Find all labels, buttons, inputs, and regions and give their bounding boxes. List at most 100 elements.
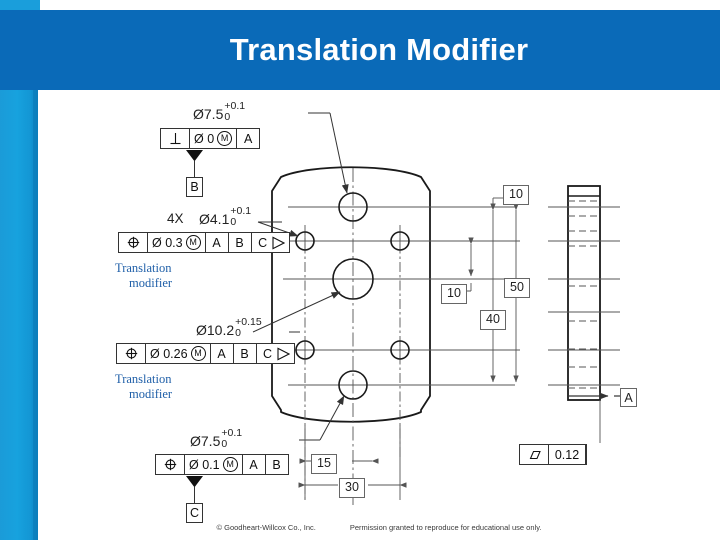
fcf-4x-holes-datum-b-label: B bbox=[235, 235, 244, 250]
left-accent-strip-edge bbox=[33, 90, 38, 540]
fcf-4x-holes-datum-c-label: C bbox=[258, 235, 268, 250]
fcf-4x-holes-datum-c: C bbox=[252, 233, 272, 252]
dim-box-vertical-small-value: 10 bbox=[447, 286, 461, 300]
note-translation-modifier-1-line-1: Translation bbox=[115, 261, 172, 275]
hole-top-7p5 bbox=[338, 192, 368, 222]
side-view bbox=[548, 185, 622, 443]
top-accent-strip bbox=[0, 0, 40, 10]
dim-box-vertical-overall-value: 50 bbox=[510, 280, 524, 294]
dim-center-hole-tol-lower: 0 bbox=[235, 327, 241, 340]
dim-box-vertical-overall: 50 bbox=[504, 278, 530, 298]
fcf-4x-holes-tolerance-value: Ø 0.3 bbox=[152, 235, 183, 250]
dim-bottom-left-value: Ø7.5 bbox=[190, 432, 221, 449]
fcf-top-left-datum-a: A bbox=[237, 129, 259, 148]
dim-4x-holes-tol-lower: 0 bbox=[230, 216, 237, 229]
datum-feature-c-leader bbox=[193, 487, 196, 503]
note-translation-modifier-2-line-2: modifier bbox=[129, 386, 173, 401]
dim-bottom-left-tol-upper: +0.1 bbox=[221, 427, 243, 439]
dim-4x-holes-value: Ø4.1 bbox=[199, 210, 230, 227]
leader-lines bbox=[252, 112, 349, 441]
hole-4x-upper-left bbox=[295, 231, 315, 251]
dim-box-vertical-top-value: 10 bbox=[509, 187, 523, 201]
dim-4x-holes-tol-upper: +0.1 bbox=[230, 205, 252, 217]
dim-box-horizontal-small-value: 15 bbox=[317, 456, 331, 470]
footer: © Goodheart-Willcox Co., Inc. Permission … bbox=[38, 518, 720, 536]
hole-4x-upper-right bbox=[390, 231, 410, 251]
fcf-bottom-left-position-icon bbox=[156, 455, 185, 474]
leader-to-bottom-hole bbox=[319, 395, 345, 441]
left-accent-strip bbox=[0, 90, 38, 540]
fcf-4x-holes-position-icon bbox=[119, 233, 148, 252]
fcf-center-hole-datum-c: C bbox=[257, 344, 277, 363]
dim-center-hole-value: Ø10.2 bbox=[196, 321, 235, 338]
hole-center-10p2 bbox=[332, 258, 374, 300]
footer-copyright: © Goodheart-Willcox Co., Inc. bbox=[216, 522, 316, 532]
datum-feature-b-triangle-icon bbox=[186, 150, 203, 161]
dim-center-hole-tol-upper: +0.15 bbox=[235, 316, 262, 328]
leader-to-top-hole bbox=[329, 112, 349, 194]
fcf-top-left-tolerance-value: Ø 0 bbox=[194, 131, 215, 146]
fcf-bottom-left-datum-b-label: B bbox=[272, 457, 281, 472]
fcf-center-hole-datum-a: A bbox=[211, 344, 234, 363]
fcf-center-hole-translation-modifier-icon bbox=[276, 344, 294, 363]
datum-feature-b[interactable]: B bbox=[186, 150, 203, 197]
datum-a-label: A bbox=[624, 390, 633, 405]
fcf-4x-holes-datum-a: A bbox=[206, 233, 229, 252]
fcf-parallelism-parallelism-icon bbox=[520, 445, 549, 464]
holes-group bbox=[295, 192, 410, 400]
hole-4x-lower-left bbox=[295, 340, 315, 360]
dim-top-left-tol-upper: +0.1 bbox=[224, 100, 246, 112]
fcf-4x-holes-datum-b: B bbox=[229, 233, 252, 252]
fcf-center-hole-datum-a-label: A bbox=[217, 346, 226, 361]
dimension-lines-bottom bbox=[298, 425, 407, 500]
dim-top-left-tol-lower: 0 bbox=[224, 111, 231, 124]
datum-feature-c-triangle-icon bbox=[186, 476, 203, 487]
dim-box-horizontal-overall: 30 bbox=[339, 478, 365, 498]
leader-to-center-hole bbox=[252, 291, 341, 333]
fcf-bottom-left-datum-a: A bbox=[243, 455, 266, 474]
footer-permission: Permission granted to reproduce for educ… bbox=[349, 522, 542, 532]
fcf-4x-holes-mmc-icon: M bbox=[185, 235, 201, 250]
fcf-bottom-left-mmc-icon: M bbox=[222, 457, 238, 472]
fcf-top-left-datum-a-label: A bbox=[243, 131, 253, 146]
fcf-top-left-mmc-icon: M bbox=[217, 131, 233, 146]
page-title: Translation Modifier bbox=[229, 32, 529, 67]
datum-feature-c-label: C bbox=[189, 506, 200, 520]
fcf-center-hole-position-icon bbox=[117, 344, 146, 363]
fcf-bottom-left-datum-a-label: A bbox=[249, 457, 258, 472]
note-translation-modifier-1-line-2: modifier bbox=[129, 275, 173, 290]
note-translation-modifier-2-line-1: Translation bbox=[115, 372, 172, 386]
dim-top-left-value: Ø7.5 bbox=[193, 105, 224, 122]
datum-a-label-box[interactable]: A bbox=[620, 388, 637, 407]
fcf-4x-holes-translation-modifier-icon bbox=[272, 233, 289, 252]
fcf-parallelism-tolerance-value: 0.12 bbox=[554, 447, 580, 462]
fcf-parallelism[interactable]: 0.12 bbox=[519, 444, 587, 465]
header-bar bbox=[0, 10, 720, 90]
datum-feature-c[interactable]: C bbox=[186, 476, 203, 523]
hole-cross-marks bbox=[297, 233, 408, 358]
fcf-center-hole-datum-c-label: C bbox=[263, 346, 273, 361]
datum-feature-b-label-box: B bbox=[186, 177, 203, 197]
fcf-center-hole-tolerance-value: Ø 0.26 bbox=[150, 346, 188, 361]
leader-to-4x-hole bbox=[257, 221, 299, 237]
